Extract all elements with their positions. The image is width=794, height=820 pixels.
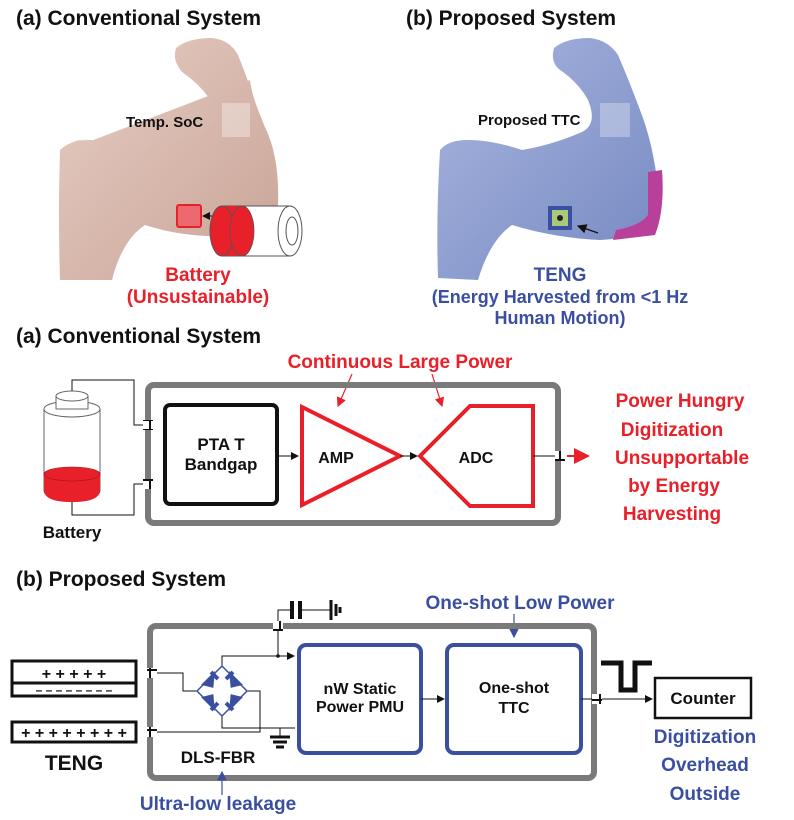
battery-caption: Battery	[165, 265, 231, 286]
ttc-chip-icon	[548, 206, 572, 230]
io-pad	[273, 621, 283, 631]
teng-charge-plus: + + + + + + + +	[21, 725, 127, 742]
note-line: Unsupportable	[615, 448, 749, 469]
panel-title: (a) Conventional System	[16, 7, 261, 30]
conventional-diagram: (a) Conventional System Continuous Large…	[16, 325, 749, 542]
ttc-label: One-shot	[479, 680, 550, 697]
battery-cylinder-icon	[209, 205, 303, 257]
teng-caption-sub: (Energy Harvested from <1 Hz	[432, 287, 689, 307]
chip-icon	[176, 204, 202, 228]
note-line: Overhead	[661, 755, 749, 776]
chip-label: Temp. SoC	[126, 114, 203, 131]
note-line: Power Hungry	[616, 391, 745, 412]
battery-caption-sub: (Unsustainable)	[127, 287, 270, 308]
io-pad	[147, 727, 157, 737]
storage-capacitor-icon	[277, 600, 342, 627]
battery-icon	[43, 390, 101, 502]
power-annotation: Continuous Large Power	[288, 352, 513, 373]
teng-patch-icon	[613, 170, 663, 240]
one-shot-ttc-block	[445, 643, 583, 755]
proposed-diagram: (b) Proposed System One-shot Low Power +…	[10, 568, 756, 815]
ptat-bandgap-block	[163, 403, 279, 506]
adc-label: ADC	[459, 450, 494, 467]
teng-device-icon: + + + + + – – – – – – – – + + + + + + + …	[10, 659, 138, 744]
connection-arrow	[576, 224, 599, 234]
ptat-label: PTA T	[197, 435, 245, 454]
teng-charge-plus: + + + + +	[42, 666, 107, 683]
section-title: (b) Proposed System	[16, 568, 226, 591]
teng-caption-sub2: Human Motion)	[495, 308, 626, 328]
panel-title: (b) Proposed System	[406, 7, 616, 30]
pmu-label: nW Static	[324, 681, 397, 698]
top-right-panel: (b) Proposed System Proposed TTC TENG (E…	[406, 7, 688, 328]
pmu-label-sub: Power PMU	[316, 699, 404, 716]
pulse-waveform-icon	[601, 660, 652, 693]
teng-charge-minus: – – – – – – – –	[36, 683, 113, 697]
amp-block	[300, 403, 405, 509]
rectifier-note: Ultra-low leakage	[140, 794, 296, 815]
amp-label: AMP	[318, 450, 354, 467]
io-pad	[143, 479, 153, 489]
bandgap-label: Bandgap	[185, 455, 258, 474]
io-pad	[592, 694, 602, 704]
section-title: (a) Conventional System	[16, 325, 261, 348]
io-pad	[555, 451, 565, 461]
counter-label: Counter	[670, 689, 736, 708]
diode-bridge-rectifier-icon	[195, 664, 249, 718]
battery-label: Battery	[43, 523, 102, 542]
arm-illustration-blue	[437, 38, 663, 280]
teng-caption: TENG	[534, 265, 587, 286]
chip-label: Proposed TTC	[478, 112, 581, 129]
annotation-arrow	[336, 373, 353, 408]
counter-block	[653, 676, 753, 720]
power-annotation: One-shot Low Power	[426, 593, 616, 614]
note-line: Digitization	[654, 727, 756, 748]
ttc-label-sub: TTC	[498, 700, 530, 717]
io-pad	[143, 420, 153, 430]
note-line: Outside	[670, 784, 741, 805]
annotation-arrow	[431, 373, 445, 408]
note-line: by Energy	[628, 476, 720, 497]
note-line: Harvesting	[623, 504, 721, 525]
top-left-panel: (a) Conventional System Temp. SoC Batter…	[16, 7, 303, 308]
teng-label: TENG	[45, 752, 103, 775]
ground-icon	[270, 728, 290, 749]
rectifier-label: DLS-FBR	[181, 748, 256, 767]
io-pad	[147, 668, 157, 678]
note-line: Digitization	[621, 420, 723, 441]
